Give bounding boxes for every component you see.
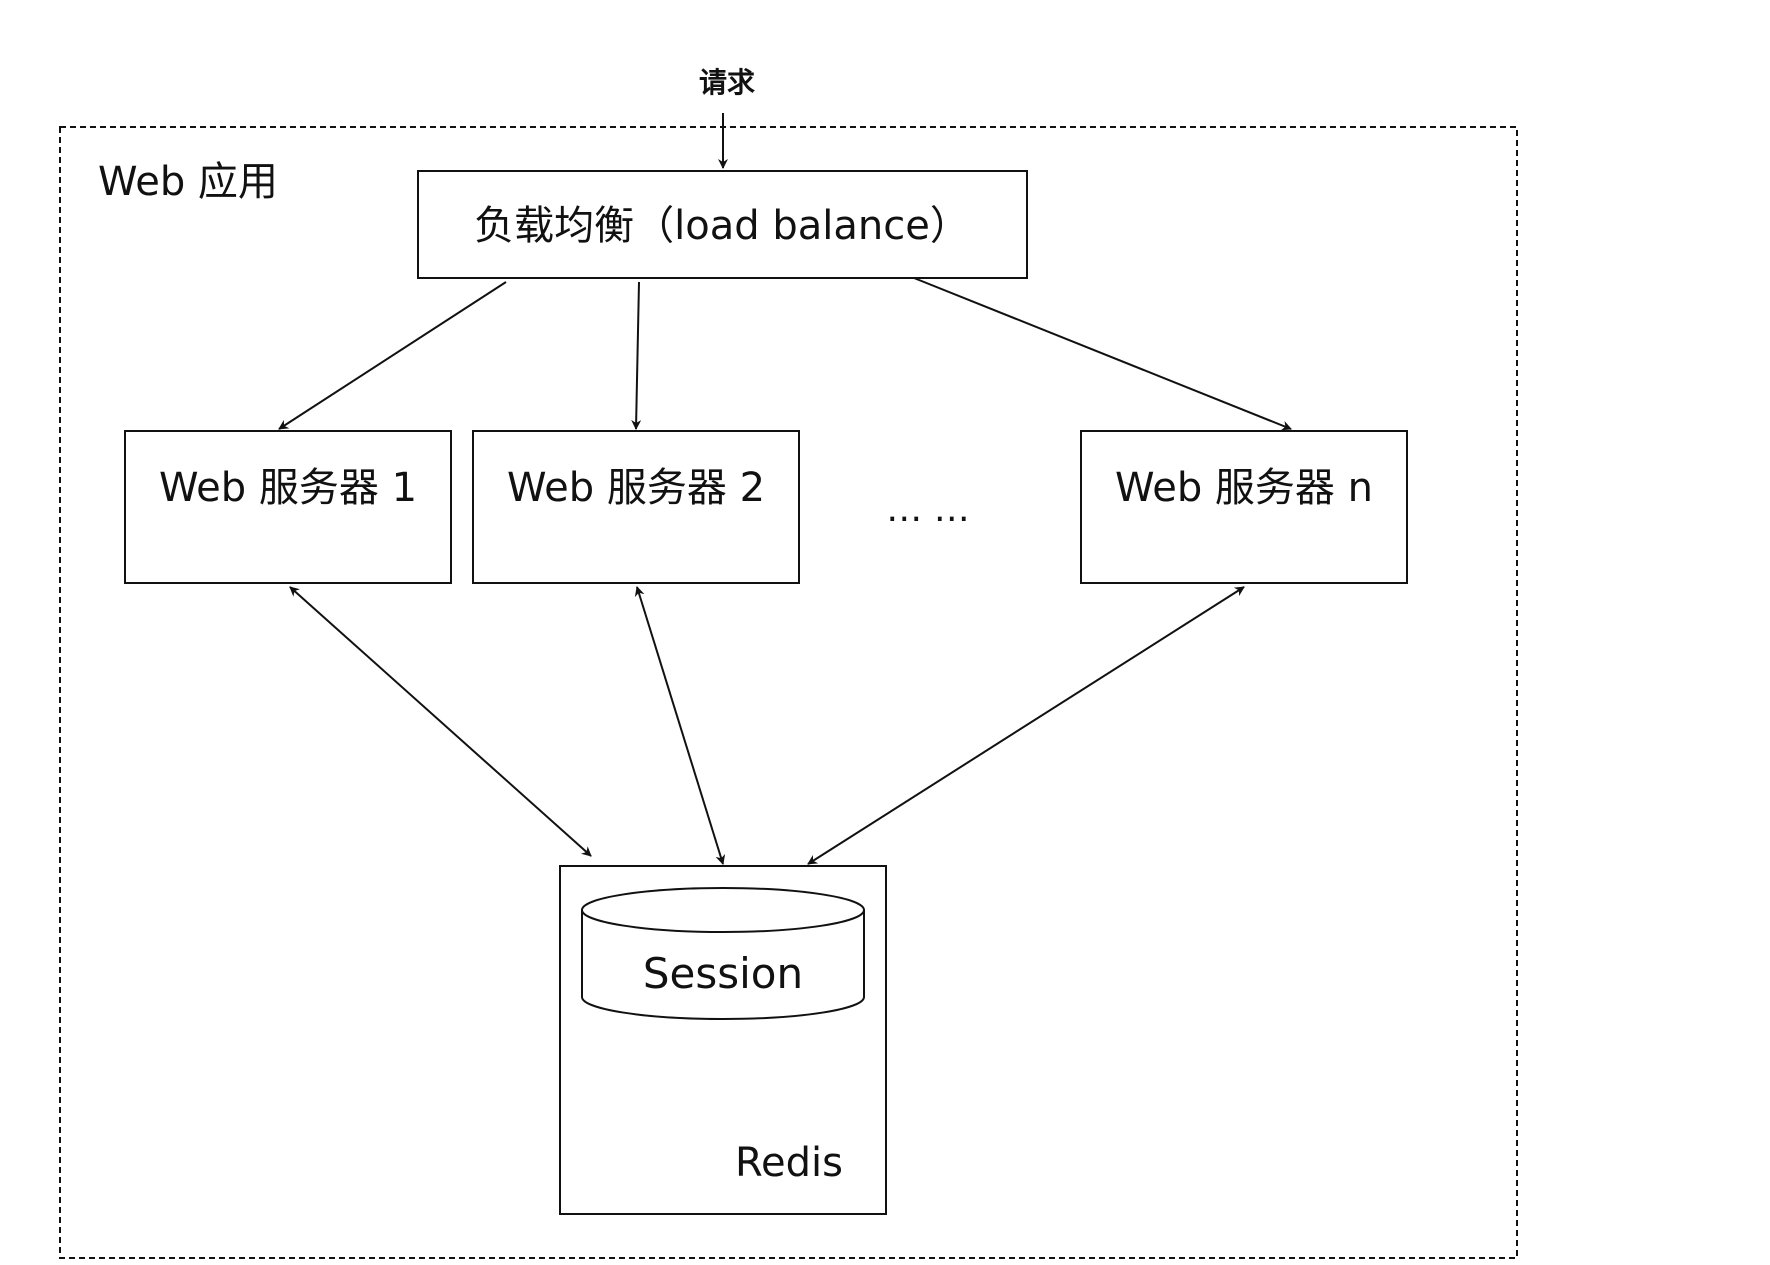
edge-server-1-redis (289, 586, 592, 857)
edge-lb-to-server-1 (278, 281, 507, 430)
edge-server-n-redis (807, 586, 1245, 865)
web-server-1-box (124, 430, 452, 584)
web-server-n-box (1080, 430, 1408, 584)
edge-lb-to-server-2 (631, 281, 642, 430)
web-server-2-box (472, 430, 800, 584)
request-label: 请求 (699, 66, 755, 99)
load-balancer-label: 负载均衡（load balance） (474, 203, 970, 249)
session-label: Session (643, 949, 803, 998)
redis-label: Redis (735, 1140, 843, 1186)
edge-lb-to-server-n (913, 277, 1292, 431)
web-server-2-label: Web 服务器 2 (507, 465, 765, 511)
web-server-n-label: Web 服务器 n (1115, 465, 1373, 511)
session-cylinder (581, 887, 865, 1020)
load-balancer-box (417, 170, 1028, 279)
web-server-1-label: Web 服务器 1 (159, 465, 417, 511)
web-app-container (59, 126, 1518, 1259)
servers-ellipsis: … … (886, 489, 969, 530)
web-app-label: Web 应用 (98, 159, 278, 205)
edge-server-2-redis (634, 586, 726, 865)
